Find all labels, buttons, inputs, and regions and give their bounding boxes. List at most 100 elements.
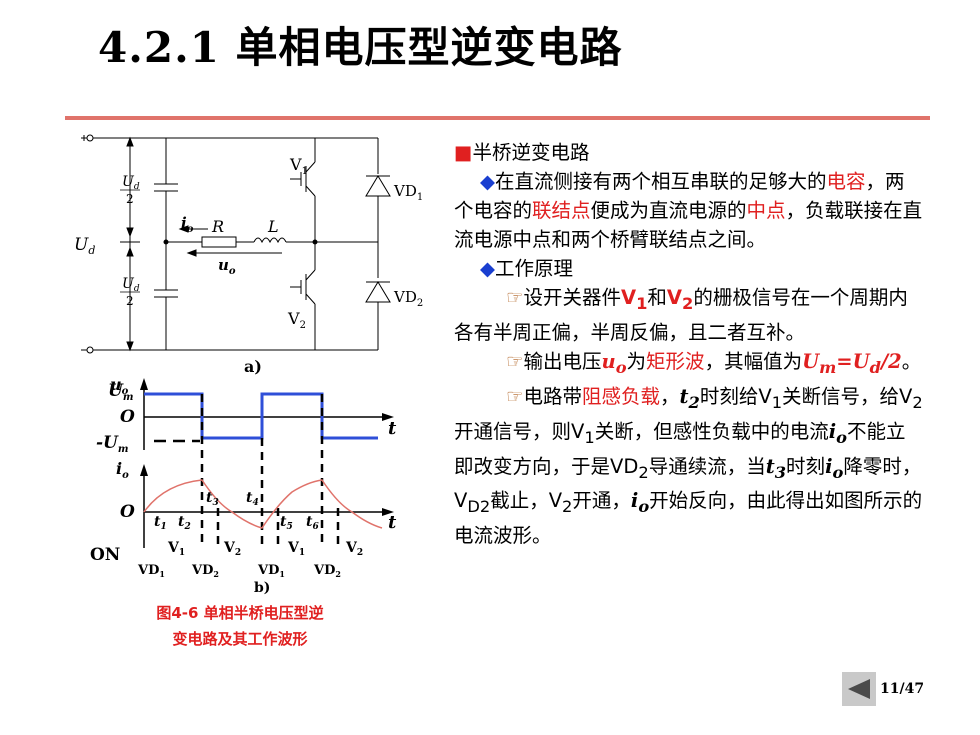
- p4-io: io: [828, 419, 847, 447]
- t3-label: t3: [206, 490, 219, 508]
- t6-label: t6: [306, 514, 319, 532]
- p2-b: 的栅极信号在一个周期内各有半周正偏，半周反偏，且二者互补。: [454, 286, 908, 344]
- pointing-hand-icon: ☞: [506, 384, 524, 408]
- figure-label-b: b): [254, 580, 270, 596]
- p4-h: 不能立即改变方向，于是VD2: [454, 419, 906, 482]
- paragraph-3: ☞输出电压uo为矩形波，其幅值为Um=Ud/2。: [454, 347, 924, 382]
- sub-heading-text: 工作原理: [495, 257, 574, 280]
- t-axis-label-top: t: [388, 418, 397, 439]
- p3-b: 为: [626, 349, 647, 373]
- paragraph-2: ☞设开关器件V1和V2的栅极信号在一个周期内各有半周正偏，半周反偏，且二者互补。: [454, 283, 924, 347]
- p1-capacitor: 电容: [826, 170, 866, 193]
- p4-t2: t2: [679, 384, 700, 412]
- caption-line-1: 图4-6 单相半桥电压型逆: [156, 604, 324, 622]
- on-device-2: V2: [223, 540, 241, 558]
- origin-label-bottom: O: [120, 502, 135, 522]
- v1-label: V1: [289, 155, 308, 177]
- p2-v2: V2: [666, 286, 694, 313]
- circuit-diagram: [81, 134, 391, 354]
- half-den-lower: 2: [126, 294, 134, 308]
- p4-c: ，: [660, 384, 680, 408]
- p3-a: 输出电压: [523, 349, 602, 373]
- p2-v1: V1: [621, 286, 648, 313]
- io-label: io: [181, 214, 194, 235]
- ud-label: Ud: [74, 235, 95, 257]
- t-axis-label-bottom: t: [388, 512, 397, 533]
- p4-e: 关断信号，给V2: [782, 384, 923, 412]
- p4-j: 时刻: [786, 454, 826, 478]
- sub-heading: ◆工作原理: [454, 254, 924, 283]
- t1-label: t1: [154, 514, 167, 532]
- heading-text: 半桥逆变电路: [472, 141, 590, 164]
- on-diode-4: VD2: [313, 563, 341, 579]
- origin-label-top: O: [120, 407, 135, 427]
- figure-caption: 图4-6 单相半桥电压型逆 变电路及其工作波形: [110, 600, 370, 652]
- page-number: 11/47: [880, 681, 925, 697]
- p4-t3: t3: [765, 454, 787, 482]
- p4-io2: io: [825, 454, 844, 482]
- p1-e: 便成为直流电源的: [590, 199, 747, 222]
- p4-io3: io: [630, 489, 650, 517]
- p3-formula: Um=Ud/2: [802, 349, 902, 377]
- t2-label: t2: [178, 514, 191, 532]
- p3-d: ，其幅值为: [704, 349, 803, 373]
- p1-midpoint: 中点: [746, 199, 786, 222]
- p4-k: 降零时，VD2: [454, 454, 922, 517]
- top-terminal: [86, 134, 94, 142]
- uo-axis-label: uo: [110, 375, 129, 397]
- half-ud-label: Ud: [122, 174, 140, 192]
- slide-title: 4.2.1 单相电压型逆变电路: [98, 23, 623, 72]
- on-label: ON: [90, 545, 120, 565]
- slide-pager: 11/47: [842, 672, 924, 706]
- p1-c: ，两个电容的: [454, 170, 905, 222]
- on-device-1: V1: [167, 540, 185, 558]
- paragraph-4: ☞电路带阻感负载，t2时刻给V1关断信号，给V2开通信号，则V1关断，但感性负载…: [454, 382, 924, 551]
- figure-label-a: a): [244, 357, 262, 376]
- diamond-bullet-icon: ◆: [480, 170, 495, 193]
- t4-label: t4: [246, 490, 259, 508]
- r-label: R: [211, 217, 224, 236]
- p4-f: 开通信号，则V1: [454, 419, 595, 447]
- p3-square-wave: 矩形波: [646, 349, 705, 373]
- title-divider: [65, 116, 930, 120]
- on-diode-2: VD2: [191, 563, 219, 579]
- neg-um-label: -Um: [96, 433, 128, 455]
- on-device-3: V1: [287, 540, 305, 558]
- half-den: 2: [126, 192, 134, 206]
- p2-a: 设开关器件: [523, 286, 621, 309]
- p1-a: 在直流侧接有两个相互串联的足够大的: [495, 170, 827, 193]
- p4-n: 开始反向，由此得出如图所示的电流波形。: [454, 489, 923, 548]
- p4-i: 导通续流，当: [648, 454, 766, 478]
- uo-label: uo: [218, 256, 236, 277]
- p1-junction: 联结点: [532, 199, 591, 222]
- vd1-label: VD1: [393, 182, 423, 203]
- square-bullet-icon: ■: [454, 141, 473, 164]
- p4-l: 截止，V2: [490, 489, 573, 517]
- t5-label: t5: [280, 514, 293, 532]
- pointing-hand-icon: ☞: [506, 286, 524, 309]
- um-label: Um: [108, 381, 133, 403]
- on-device-4: V2: [345, 540, 363, 558]
- io-axis-label: io: [116, 459, 129, 481]
- half-ud-label-lower: Ud: [122, 276, 140, 294]
- p4-m: 开通，: [572, 489, 631, 513]
- p4-inductive-load: 阻感负载: [582, 384, 661, 408]
- p3-uo: uo: [601, 349, 627, 377]
- vd2-label: VD2: [393, 288, 423, 309]
- waveform-plot: [140, 378, 394, 548]
- v2-label: V2: [287, 309, 306, 331]
- caption-line-2: 变电路及其工作波形: [172, 630, 308, 648]
- on-diode-1: VD1: [137, 563, 165, 579]
- circuit-and-waveform-figure: Ud 2 Ud 2 Ud V1 V2 VD1 VD2 io R L uo a): [74, 134, 423, 596]
- p2-and: 和: [647, 286, 667, 309]
- l-label: L: [267, 217, 279, 236]
- p1-g: ，负载联接在直流电源中点和两个桥臂联结点之间。: [454, 199, 923, 251]
- previous-slide-button[interactable]: [842, 672, 876, 706]
- bottom-terminal: [86, 346, 94, 354]
- paragraph-1: ◆在直流侧接有两个相互串联的足够大的电容，两个电容的联结点便成为直流电源的中点，…: [454, 167, 924, 254]
- pointing-hand-icon: ☞: [506, 349, 524, 373]
- section-heading: ■半桥逆变电路: [454, 138, 924, 167]
- slide-body-text: ■半桥逆变电路 ◆在直流侧接有两个相互串联的足够大的电容，两个电容的联结点便成为…: [454, 138, 924, 550]
- p4-d: 时刻给V1: [699, 384, 783, 412]
- diamond-bullet-icon: ◆: [480, 257, 495, 280]
